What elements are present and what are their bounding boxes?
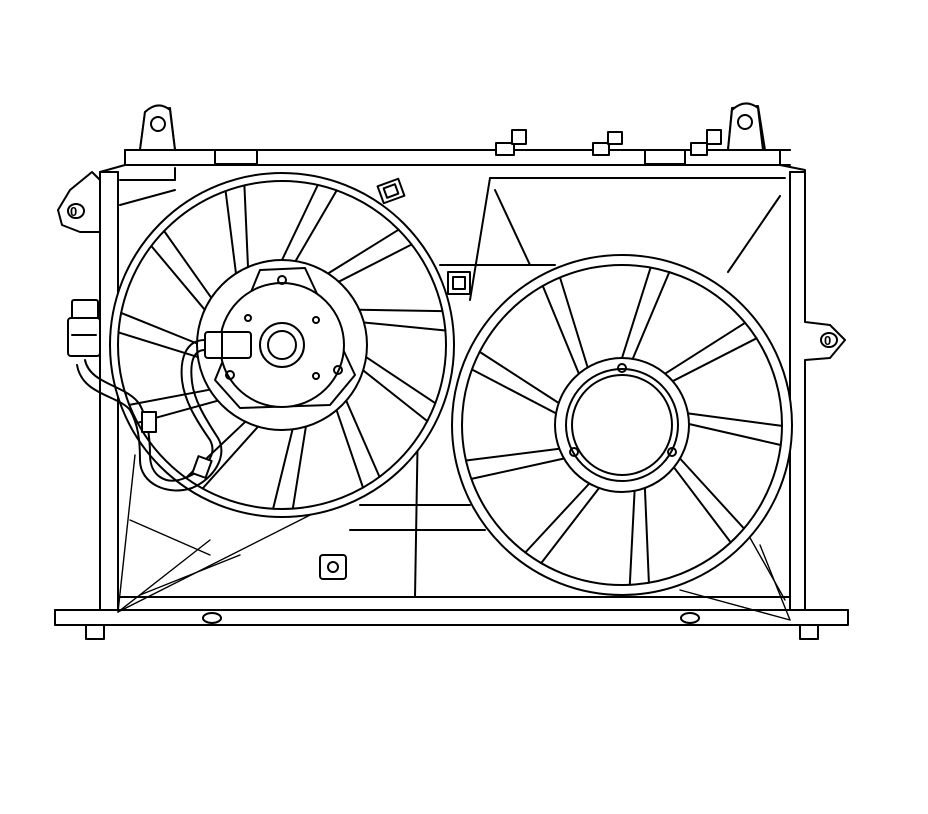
right-fan-blade [465, 447, 565, 480]
right-fan-blade [664, 321, 758, 383]
left-foot [85, 624, 105, 640]
left-top-post [139, 104, 176, 151]
middle-clip-tag [447, 271, 471, 295]
left-ear-mark: 0 [70, 204, 77, 219]
left-fan-blade [224, 184, 249, 275]
wiring-harness [67, 299, 223, 492]
right-foot [799, 624, 819, 640]
right-top-post [727, 102, 764, 151]
center-bolt-boss [319, 554, 347, 580]
harness-clip-b [191, 455, 213, 479]
right-fan-blade [541, 276, 589, 375]
left-fan-blade [327, 228, 413, 283]
left-fan-blade [358, 308, 447, 332]
left-fan-blade [362, 356, 437, 423]
left-fan-blade [150, 230, 213, 311]
right-fan-blade [471, 350, 560, 415]
right-fan-blade [628, 487, 650, 586]
left-fan-blade [272, 425, 307, 510]
right-fan-blade [672, 457, 745, 544]
left-fan-blade [281, 184, 338, 263]
right-fan-blades [465, 266, 783, 586]
motor-connector [204, 331, 252, 359]
right-mount-hole [820, 332, 838, 348]
right-ear-mark: 0 [824, 333, 831, 348]
right-fan-blade [621, 266, 671, 360]
left-fan-blade [335, 399, 381, 489]
right-fan-blade [524, 482, 601, 565]
left-mount-hole [67, 203, 85, 219]
pigtail-connector [67, 299, 101, 357]
left-fan [109, 172, 455, 518]
harness-clip-a [141, 411, 157, 433]
top-clip-tag [376, 177, 406, 205]
right-fan [451, 254, 793, 596]
right-fan-blade [687, 412, 783, 446]
